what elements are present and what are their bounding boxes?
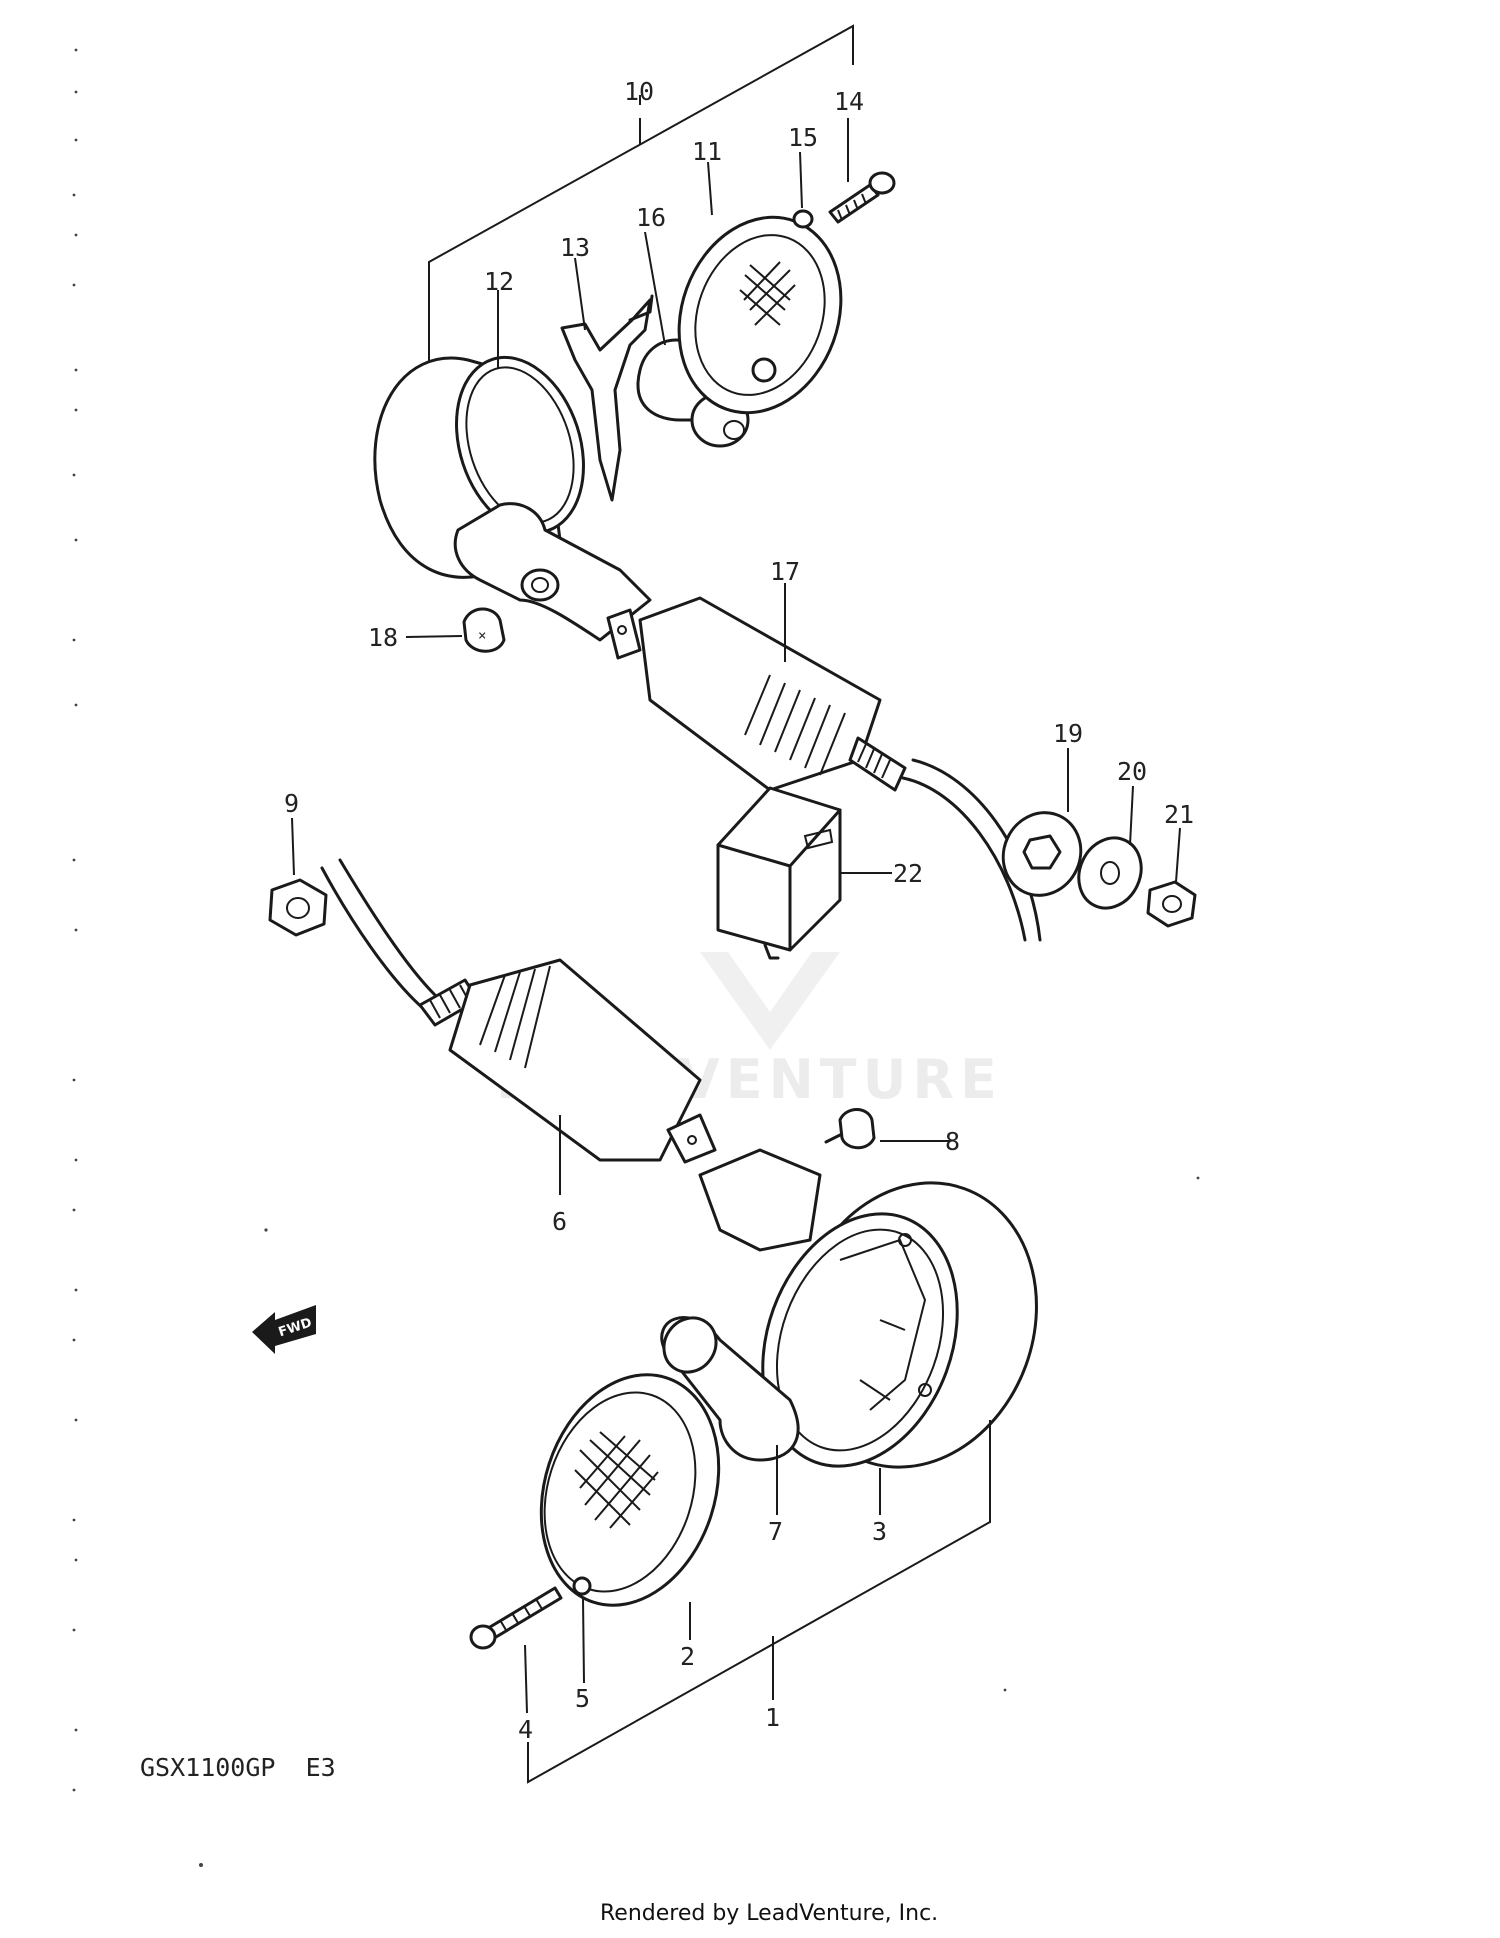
lower-turn-signal-assembly — [268, 858, 1038, 1784]
wire-lower — [320, 858, 437, 1012]
washer-20 — [1077, 836, 1143, 910]
callout-20: 20 — [1117, 757, 1147, 786]
callout-21: 21 — [1164, 800, 1194, 829]
boot-ribs — [744, 674, 846, 776]
socket-boot-17 — [638, 596, 882, 792]
screw-14 — [828, 183, 880, 224]
callout-4: 4 — [518, 1715, 533, 1744]
scan-margin-marks — [72, 48, 1200, 1867]
leader-lines — [291, 95, 1181, 1714]
footer-credit: Rendered by LeadVenture, Inc. — [600, 1901, 938, 1926]
callout-12: 12 — [484, 267, 514, 296]
callout-18: 18 — [368, 623, 398, 652]
callout-22: 22 — [893, 859, 923, 888]
callout-16: 16 — [636, 203, 666, 232]
lens-2 — [539, 1373, 721, 1607]
callout-9: 9 — [284, 789, 299, 818]
housing-stem — [453, 502, 652, 642]
model-code: GSX1100GP E3 — [140, 1753, 336, 1782]
callout-7: 7 — [768, 1517, 783, 1546]
svg-text:×: × — [478, 628, 486, 644]
housing-stem-lower — [698, 1148, 822, 1252]
washer-15 — [792, 209, 814, 229]
nut-9 — [268, 878, 328, 937]
reflector-13 — [560, 298, 652, 502]
flasher-relay-22 — [716, 786, 842, 952]
upper-turn-signal-assembly: × — [373, 24, 1197, 960]
wire-upper — [901, 758, 1042, 942]
callout-labels: 10 14 11 15 16 13 12 17 18 19 20 21 22 9… — [284, 77, 1194, 1744]
callout-13: 13 — [560, 233, 590, 262]
callout-14: 14 — [834, 87, 864, 116]
callout-11: 11 — [692, 137, 722, 166]
bolt-8 — [838, 1108, 876, 1150]
callout-19: 19 — [1053, 719, 1083, 748]
lens-crosshatch-lower — [574, 1431, 659, 1529]
callout-17: 17 — [770, 557, 800, 586]
callout-2: 2 — [680, 1642, 695, 1671]
screw-4 — [483, 1586, 563, 1642]
washer-5 — [572, 1576, 592, 1596]
callout-15: 15 — [788, 123, 818, 152]
lens-crosshatch — [739, 261, 796, 326]
group-1-bracket — [527, 1420, 991, 1784]
callout-8: 8 — [945, 1127, 960, 1156]
bolt-18 — [462, 607, 506, 653]
callout-3: 3 — [872, 1517, 887, 1546]
housing-rim-3 — [761, 1212, 959, 1468]
nut-21 — [1146, 880, 1197, 928]
callout-10: 10 — [624, 77, 654, 106]
socket-boot-6 — [448, 958, 702, 1162]
callout-6: 6 — [552, 1207, 567, 1236]
forward-direction-arrow: FWD — [252, 1305, 316, 1354]
callout-1: 1 — [765, 1703, 780, 1732]
callout-5: 5 — [575, 1684, 590, 1713]
